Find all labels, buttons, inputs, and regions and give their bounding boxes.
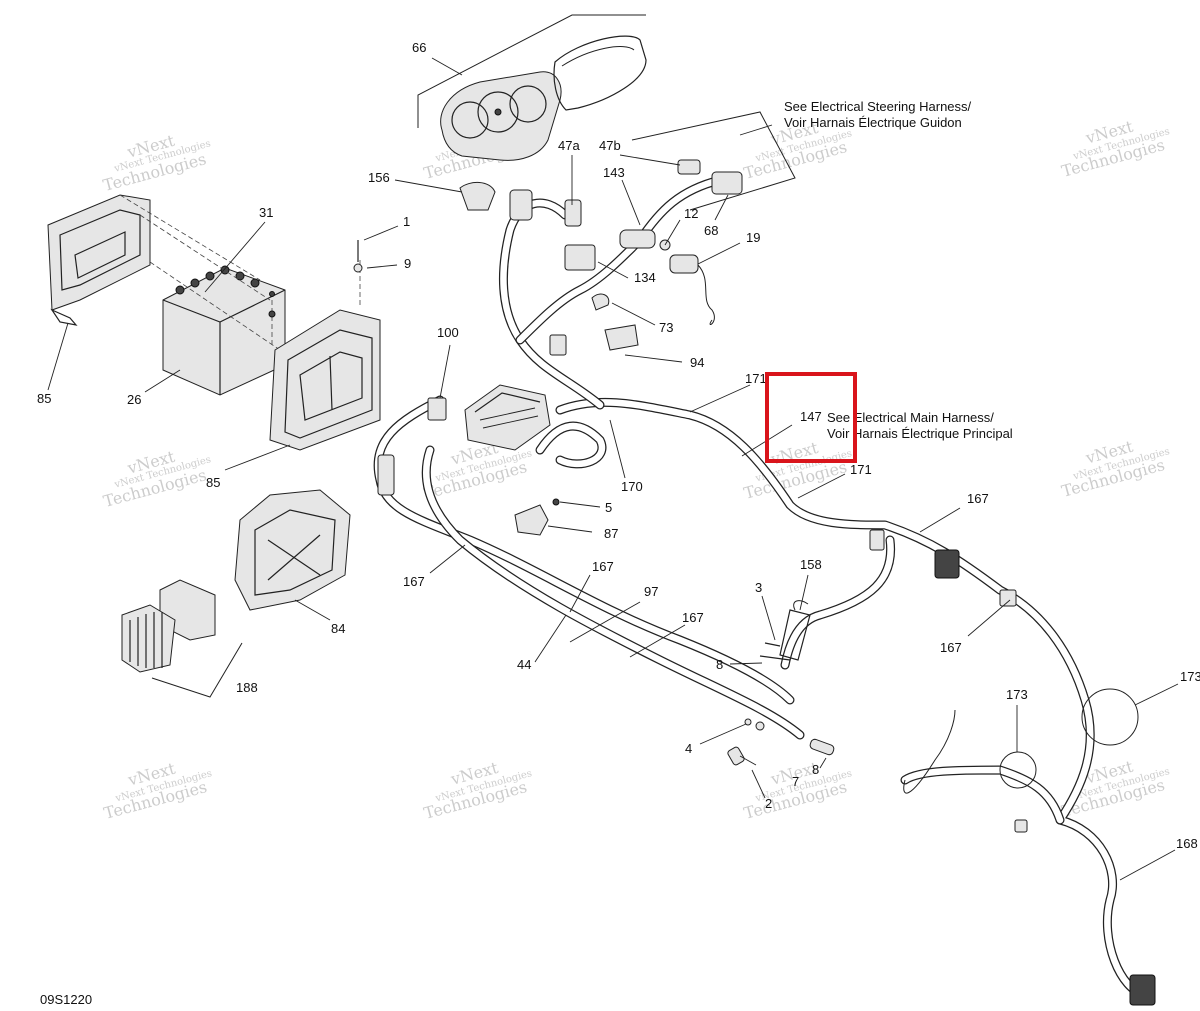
callout-2: 2 xyxy=(765,796,772,811)
callout-171-top: 171 xyxy=(745,371,767,386)
callout-171-bottom: 171 xyxy=(850,462,872,477)
callout-12: 12 xyxy=(684,206,698,221)
steering-harness-note: See Electrical Steering Harness/ xyxy=(784,99,972,114)
callout-4: 4 xyxy=(685,741,692,756)
callout-68: 68 xyxy=(704,223,718,238)
cable-tie-loop xyxy=(999,751,1037,789)
callout-170: 170 xyxy=(621,479,643,494)
callout-147: 147 xyxy=(800,409,822,424)
callout-167-lower: 167 xyxy=(682,610,704,625)
main-harness-note: See Electrical Main Harness/ xyxy=(827,410,994,425)
callout-158: 158 xyxy=(800,557,822,572)
callout-47a: 47a xyxy=(558,138,580,153)
callout-167-left: 167 xyxy=(403,574,425,589)
callout-19: 19 xyxy=(746,230,760,245)
callout-167-right-top: 167 xyxy=(967,491,989,506)
callout-44: 44 xyxy=(517,657,531,672)
callout-5: 5 xyxy=(605,500,612,515)
callout-3: 3 xyxy=(755,580,762,595)
callout-94: 94 xyxy=(690,355,704,370)
main-harness-note: Voir Harnais Électrique Principal xyxy=(827,426,1013,441)
diagram-id: 09S1220 xyxy=(40,992,92,1007)
callout-100: 100 xyxy=(437,325,459,340)
callout-173-left: 173 xyxy=(1006,687,1028,702)
highlight-box xyxy=(765,372,857,463)
callout-156: 156 xyxy=(368,170,390,185)
callout-84: 84 xyxy=(331,621,345,636)
voltage-regulator xyxy=(121,579,216,673)
steering-harness-bracket xyxy=(631,111,796,211)
callout-8-upper: 8 xyxy=(716,657,723,672)
callout-73: 73 xyxy=(659,320,673,335)
ground-terminals xyxy=(727,600,835,766)
reference-notes: See Electrical Steering Harness/ Voir Ha… xyxy=(784,99,1013,441)
watermarks: vNext Technologies vNext Technologies vN… xyxy=(101,117,1171,823)
callout-87: 87 xyxy=(604,526,618,541)
callout-167-mid: 167 xyxy=(592,559,614,574)
callout-1: 1 xyxy=(403,214,410,229)
callout-173-right: 173 xyxy=(1180,669,1200,684)
callout-47b: 47b xyxy=(599,138,621,153)
callout-85-left: 85 xyxy=(37,391,51,406)
callout-167-right-bottom: 167 xyxy=(940,640,962,655)
battery-hold-down xyxy=(269,309,381,451)
callout-labels: 66 47a 47b 156 143 12 68 19 31 1 9 134 7… xyxy=(37,40,1200,851)
battery xyxy=(162,265,286,396)
callout-134: 134 xyxy=(634,270,656,285)
fuse-box xyxy=(464,384,551,451)
callout-66: 66 xyxy=(412,40,426,55)
callout-7: 7 xyxy=(792,774,799,789)
callout-26: 26 xyxy=(127,392,141,407)
gauge-cluster xyxy=(417,14,647,161)
battery-support-bracket xyxy=(47,194,151,326)
callout-8-lower: 8 xyxy=(812,762,819,777)
steering-harness-note: Voir Harnais Électrique Guidon xyxy=(784,115,962,130)
callout-97: 97 xyxy=(644,584,658,599)
callout-9: 9 xyxy=(404,256,411,271)
callout-31: 31 xyxy=(259,205,273,220)
connector-parts xyxy=(377,159,1156,1006)
cable-tie-loop xyxy=(1081,688,1139,746)
callout-188: 188 xyxy=(236,680,258,695)
callout-168: 168 xyxy=(1176,836,1198,851)
callout-85-right: 85 xyxy=(206,475,220,490)
leader-lines xyxy=(47,57,1179,881)
callout-143: 143 xyxy=(603,165,625,180)
module-bracket xyxy=(234,489,351,611)
